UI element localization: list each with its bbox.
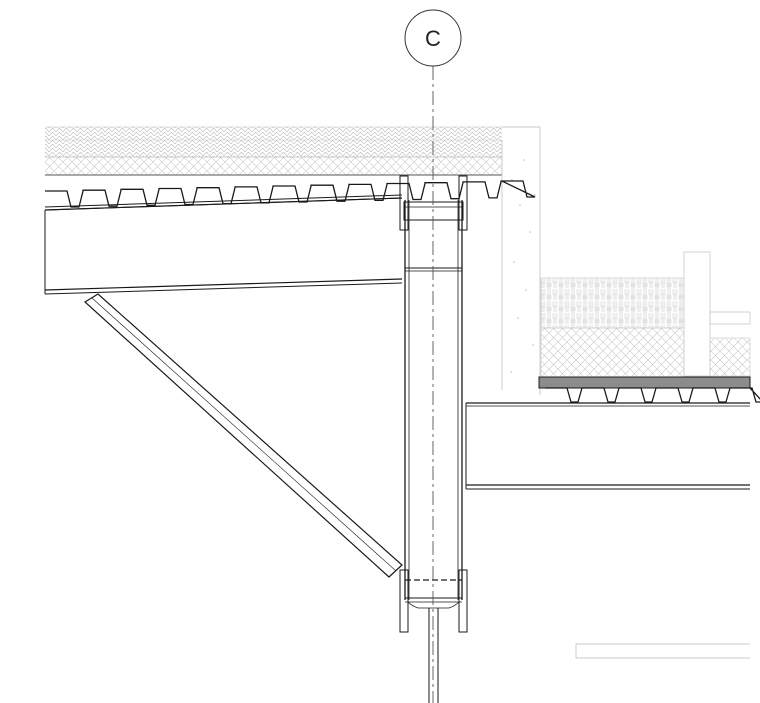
- steel-column: [399, 175, 468, 703]
- diagonal-brace: [84, 293, 403, 578]
- grid-tag: C: [404, 9, 462, 67]
- upper-steel-beam: [44, 197, 403, 295]
- upper-roof-insulation: [45, 126, 502, 176]
- lower-roof-insulation: [540, 251, 751, 377]
- lower-steel-beam: [465, 402, 750, 490]
- lower-metal-deck: [538, 376, 760, 403]
- grid-tag-label: C: [425, 26, 441, 51]
- concrete-edge-wall: [501, 126, 541, 395]
- floor-edge-outline: [575, 643, 750, 659]
